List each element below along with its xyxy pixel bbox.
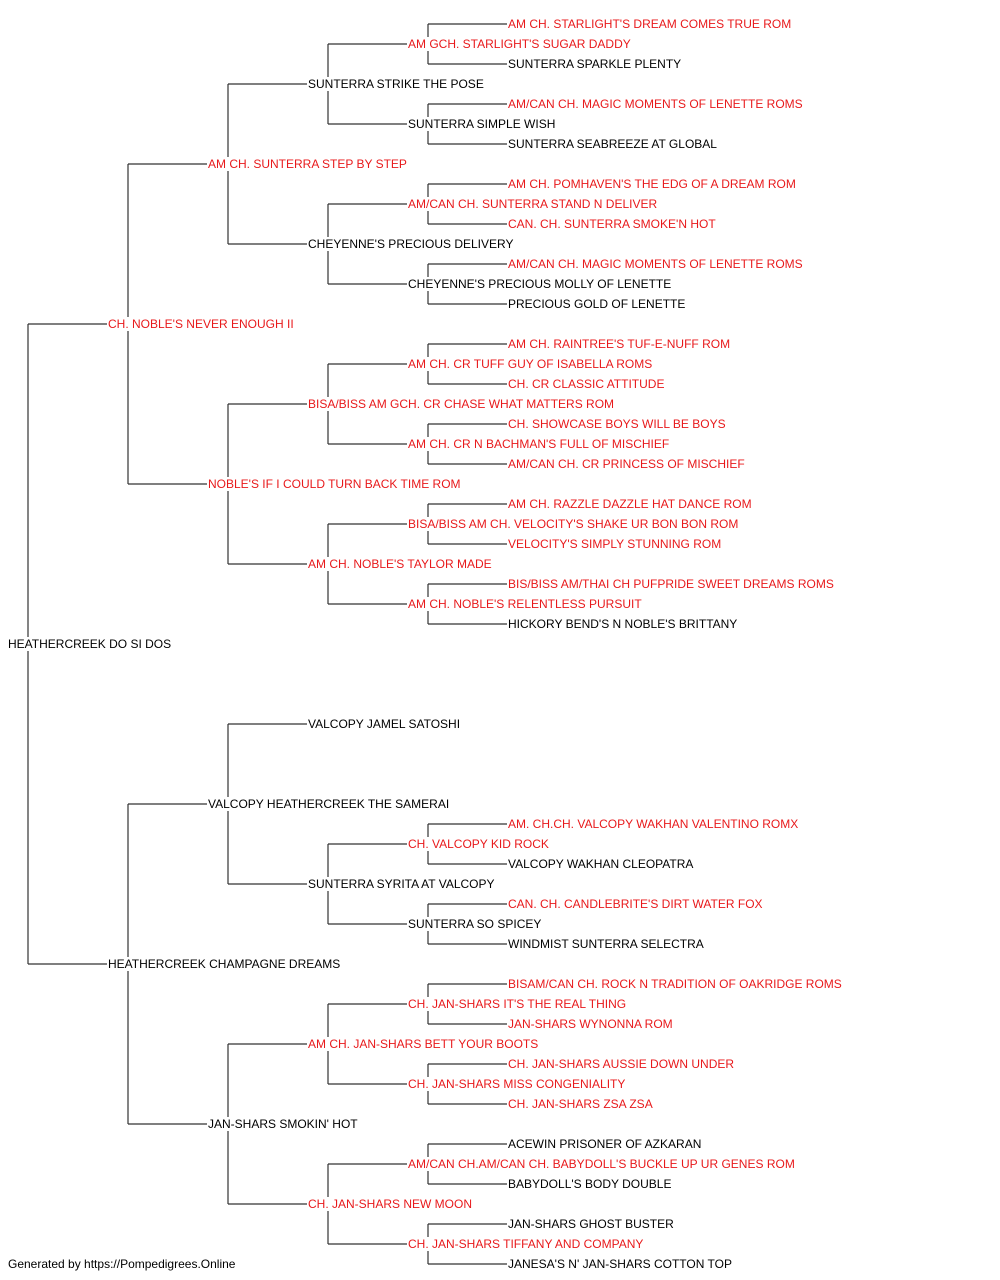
sire-dam-name: NOBLE'S IF I COULD TURN BACK TIME ROM: [207, 477, 462, 491]
sire-dam-sire-sire-name: AM CH. CR TUFF GUY OF ISABELLA ROMS: [407, 357, 654, 371]
dam-dam-sire-dam-name: CH. JAN-SHARS MISS CONGENIALITY: [407, 1077, 627, 1091]
dam-dam-name: JAN-SHARS SMOKIN' HOT: [207, 1117, 359, 1131]
sire-dam-dam-name: AM CH. NOBLE'S TAYLOR MADE: [307, 557, 493, 571]
dam-dam-dam-sire-dam-name: BABYDOLL'S BODY DOUBLE: [507, 1177, 673, 1191]
footer-credit: Generated by https://Pompedigrees.Online: [8, 1257, 236, 1271]
dam-name: HEATHERCREEK CHAMPAGNE DREAMS: [107, 957, 342, 971]
sire-dam-sire-sire-dam-name: CH. CR CLASSIC ATTITUDE: [507, 377, 666, 391]
dam-dam-dam-name: CH. JAN-SHARS NEW MOON: [307, 1197, 474, 1211]
sire-sire-sire-sire-dam-name: SUNTERRA SPARKLE PLENTY: [507, 57, 683, 71]
sire-sire-dam-dam-sire-name: AM/CAN CH. MAGIC MOMENTS OF LENETTE ROMS: [507, 257, 804, 271]
dam-dam-sire-dam-dam-name: CH. JAN-SHARS ZSA ZSA: [507, 1097, 654, 1111]
sire-dam-dam-sire-sire-name: AM CH. RAZZLE DAZZLE HAT DANCE ROM: [507, 497, 753, 511]
sire-sire-dam-name: CHEYENNE'S PRECIOUS DELIVERY: [307, 237, 515, 251]
dam-sire-sire-name: VALCOPY JAMEL SATOSHI: [307, 717, 462, 731]
dam-sire-name: VALCOPY HEATHERCREEK THE SAMERAI: [207, 797, 451, 811]
sire-sire-dam-dam-dam-name: PRECIOUS GOLD OF LENETTE: [507, 297, 687, 311]
dam-sire-dam-dam-dam-name: WINDMIST SUNTERRA SELECTRA: [507, 937, 705, 951]
sire-dam-dam-dam-dam-name: HICKORY BEND'S N NOBLE'S BRITTANY: [507, 617, 739, 631]
sire-sire-dam-sire-sire-name: AM CH. POMHAVEN'S THE EDG OF A DREAM ROM: [507, 177, 797, 191]
dam-dam-dam-dam-name: CH. JAN-SHARS TIFFANY AND COMPANY: [407, 1237, 645, 1251]
sire-dam-dam-sire-name: BISA/BISS AM CH. VELOCITY'S SHAKE UR BON…: [407, 517, 740, 531]
sire-sire-sire-dam-dam-name: SUNTERRA SEABREEZE AT GLOBAL: [507, 137, 718, 151]
sire-dam-sire-name: BISA/BISS AM GCH. CR CHASE WHAT MATTERS …: [307, 397, 616, 411]
dam-dam-sire-sire-name: CH. JAN-SHARS IT'S THE REAL THING: [407, 997, 628, 1011]
sire-sire-sire-dam-sire-name: AM/CAN CH. MAGIC MOMENTS OF LENETTE ROMS: [507, 97, 804, 111]
dam-dam-sire-sire-sire-name: BISAM/CAN CH. ROCK N TRADITION OF OAKRID…: [507, 977, 843, 991]
sire-dam-dam-sire-dam-name: VELOCITY'S SIMPLY STUNNING ROM: [507, 537, 723, 551]
sire-dam-dam-dam-sire-name: BIS/BISS AM/THAI CH PUFPRIDE SWEET DREAM…: [507, 577, 835, 591]
sire-sire-sire-dam-name: SUNTERRA SIMPLE WISH: [407, 117, 557, 131]
sire-sire-dam-sire-name: AM/CAN CH. SUNTERRA STAND N DELIVER: [407, 197, 659, 211]
dam-dam-sire-sire-dam-name: JAN-SHARS WYNONNA ROM: [507, 1017, 674, 1031]
dam-dam-dam-sire-name: AM/CAN CH.AM/CAN CH. BABYDOLL'S BUCKLE U…: [407, 1157, 796, 1171]
sire-sire-name: AM CH. SUNTERRA STEP BY STEP: [207, 157, 408, 171]
dam-sire-dam-dam-sire-name: CAN. CH. CANDLEBRITE'S DIRT WATER FOX: [507, 897, 764, 911]
dam-dam-sire-dam-sire-name: CH. JAN-SHARS AUSSIE DOWN UNDER: [507, 1057, 736, 1071]
dam-dam-dam-dam-dam-name: JANESA'S N' JAN-SHARS COTTON TOP: [507, 1257, 733, 1271]
subject-name: HEATHERCREEK DO SI DOS: [7, 637, 173, 651]
sire-dam-sire-dam-dam-name: AM/CAN CH. CR PRINCESS OF MISCHIEF: [507, 457, 746, 471]
dam-sire-dam-name: SUNTERRA SYRITA AT VALCOPY: [307, 877, 496, 891]
sire-name: CH. NOBLE'S NEVER ENOUGH II: [107, 317, 295, 331]
dam-dam-dam-sire-sire-name: ACEWIN PRISONER OF AZKARAN: [507, 1137, 703, 1151]
sire-dam-sire-dam-name: AM CH. CR N BACHMAN'S FULL OF MISCHIEF: [407, 437, 671, 451]
dam-dam-sire-name: AM CH. JAN-SHARS BETT YOUR BOOTS: [307, 1037, 540, 1051]
sire-sire-sire-sire-sire-name: AM CH. STARLIGHT'S DREAM COMES TRUE ROM: [507, 17, 793, 31]
sire-dam-sire-sire-sire-name: AM CH. RAINTREE'S TUF-E-NUFF ROM: [507, 337, 732, 351]
sire-sire-dam-dam-name: CHEYENNE'S PRECIOUS MOLLY OF LENETTE: [407, 277, 673, 291]
dam-sire-dam-sire-dam-name: VALCOPY WAKHAN CLEOPATRA: [507, 857, 695, 871]
dam-sire-dam-dam-name: SUNTERRA SO SPICEY: [407, 917, 543, 931]
sire-sire-sire-sire-name: AM GCH. STARLIGHT'S SUGAR DADDY: [407, 37, 632, 51]
dam-dam-dam-dam-sire-name: JAN-SHARS GHOST BUSTER: [507, 1217, 675, 1231]
sire-sire-dam-sire-dam-name: CAN. CH. SUNTERRA SMOKE'N HOT: [507, 217, 717, 231]
sire-dam-sire-dam-sire-name: CH. SHOWCASE BOYS WILL BE BOYS: [507, 417, 727, 431]
sire-sire-sire-name: SUNTERRA STRIKE THE POSE: [307, 77, 485, 91]
sire-dam-dam-dam-name: AM CH. NOBLE'S RELENTLESS PURSUIT: [407, 597, 643, 611]
dam-sire-dam-sire-name: CH. VALCOPY KID ROCK: [407, 837, 550, 851]
dam-sire-dam-sire-sire-name: AM. CH.CH. VALCOPY WAKHAN VALENTINO ROMX: [507, 817, 800, 831]
